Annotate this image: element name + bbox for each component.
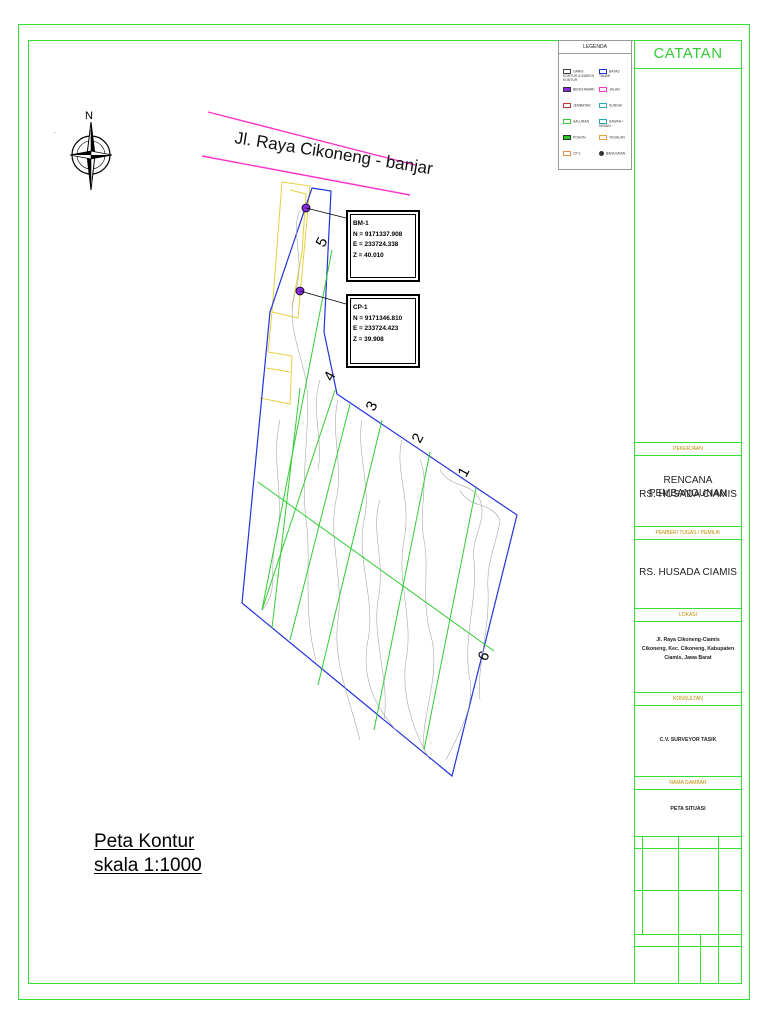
- contour-lines: [261, 209, 501, 761]
- legend-item: SAWAH / KEBUN: [599, 119, 624, 128]
- river-swatch-icon: [599, 103, 607, 108]
- pemberi-tugas-header: PEMBERI TUGAS / PEMILIK: [634, 526, 742, 540]
- revision-table-row: [634, 934, 742, 935]
- legend-item: BATAS TANAH: [599, 69, 620, 78]
- legend-item: SUNGAI: [599, 103, 631, 108]
- legend-item: CP-1: [563, 151, 595, 156]
- section-label-6: 6: [475, 649, 494, 664]
- legend-item: JALAN: [599, 87, 631, 92]
- cp-1-elevation: Z = 39.908: [353, 335, 384, 343]
- legend-item: BENCHMARK: [563, 87, 595, 92]
- section-label-3: 3: [363, 399, 382, 414]
- sheet-inner-border: [28, 40, 742, 984]
- pekerjaan-line-1: RENCANA PEMBANGUNAN: [648, 475, 728, 499]
- title-block: CATATAN PEKERJAAN RENCANA PEMBANGUNAN RS…: [634, 40, 742, 984]
- bridge-swatch-icon: [563, 103, 571, 108]
- cp-1-info-box: CP-1 N = 9171346.810 E = 233724.423 Z = …: [346, 294, 420, 368]
- revision-table-row: [634, 946, 742, 947]
- map-title-block: Peta Kontur skala 1:1000: [94, 830, 202, 878]
- cp-1-leader: [299, 290, 347, 305]
- section-line-5: [261, 249, 333, 611]
- pemberi-tugas-value: RS. HUSADA CIAMIS: [639, 567, 737, 578]
- north-arrow-icon: [69, 121, 113, 191]
- north-label: N: [85, 110, 93, 122]
- lokasi-header: LOKASI: [634, 608, 742, 622]
- building-swatch-icon: [599, 151, 604, 156]
- section-label-1: 1: [455, 465, 474, 480]
- revision-col-line: [718, 836, 719, 984]
- revision-col-line: [642, 836, 643, 934]
- tree-swatch-icon: [563, 135, 571, 140]
- benchmark-swatch-icon: [563, 87, 571, 92]
- nama-gambar-value: PETA SITUASI: [670, 806, 706, 812]
- tegalan-swatch-icon: [599, 135, 607, 140]
- section-line-1: [423, 487, 477, 751]
- cp-1-northing: N = 9171346.810: [353, 314, 403, 322]
- sheet-outer-border: [18, 24, 750, 1000]
- lokasi-line-3: Ciamis, Jawa Barat: [664, 655, 712, 661]
- legend-title: LEGENDA: [559, 41, 631, 54]
- channel-swatch-icon: [563, 119, 571, 124]
- map-scale: skala 1:1000: [94, 855, 202, 876]
- catatan-header: CATATAN: [634, 40, 742, 69]
- cp-swatch-icon: [563, 151, 571, 156]
- cp-1-name: CP-1: [353, 304, 368, 311]
- legend-item: POHON: [563, 135, 595, 140]
- bm-1-elevation: Z = 40.010: [353, 251, 384, 259]
- revision-col-line: [700, 934, 701, 984]
- bm-1-leader: [305, 207, 347, 219]
- road-swatch-icon: [599, 87, 607, 92]
- bm-1-info-box: BM-1 N = 9171337.908 E = 233724.338 Z = …: [346, 210, 420, 282]
- title-block-divider: [634, 40, 635, 984]
- revision-table-top: [634, 836, 742, 837]
- section-line-2: [373, 451, 431, 731]
- legend-item: SALURAN: [563, 119, 595, 124]
- road-edge-north: [207, 111, 416, 166]
- section-line-3: [317, 419, 383, 686]
- survey-boundary: [241, 187, 518, 778]
- legend-box: LEGENDA GARIS KONTUR & INDEKS KONTUR BAT…: [558, 40, 632, 170]
- bm-1-northing: N = 9171337.908: [353, 230, 403, 238]
- legend-item: BANGUNAN: [599, 151, 631, 156]
- section-line-6: [257, 481, 495, 652]
- revision-col-line: [678, 836, 679, 984]
- konsultan-value: C.V. SURVEYOR TASIK: [659, 737, 717, 743]
- legend-item: GARIS KONTUR & INDEKS KONTUR: [563, 69, 595, 82]
- road-edge-south: [201, 155, 411, 196]
- konsultan-header: KONSULTAN: [634, 692, 742, 706]
- north-tick-mark: ·: [54, 130, 56, 136]
- legend-item: TEGALAN: [599, 135, 631, 140]
- cp-1-easting: E = 233724.423: [353, 325, 399, 332]
- pekerjaan-header: PEKERJAAN: [634, 442, 742, 456]
- nama-gambar-header: NAMA GAMBAR: [634, 776, 742, 790]
- section-grid-lines: [257, 249, 495, 751]
- bm-1-name: BM-1: [353, 220, 369, 227]
- section-label-4: 4: [321, 369, 340, 384]
- map-title: Peta Kontur: [94, 831, 195, 852]
- legend-item: JEMBATAN: [563, 103, 595, 108]
- road-label: Jl. Raya Cikoneng - banjar: [233, 128, 434, 178]
- lokasi-line-1: Jl. Raya Cikoneng-Ciamis: [656, 637, 720, 643]
- lokasi-line-2: Cikoneng, Kec. Cikoneng, Kabupaten: [641, 646, 735, 652]
- pekerjaan-line-2: RS. HUSADA CIAMIS: [639, 489, 737, 500]
- section-line-4: [261, 389, 336, 611]
- bm-1-easting: E = 233724.338: [353, 241, 399, 248]
- adjacent-plot-lines: [259, 181, 311, 405]
- revision-table-row: [634, 848, 742, 849]
- revision-table-row: [634, 890, 742, 891]
